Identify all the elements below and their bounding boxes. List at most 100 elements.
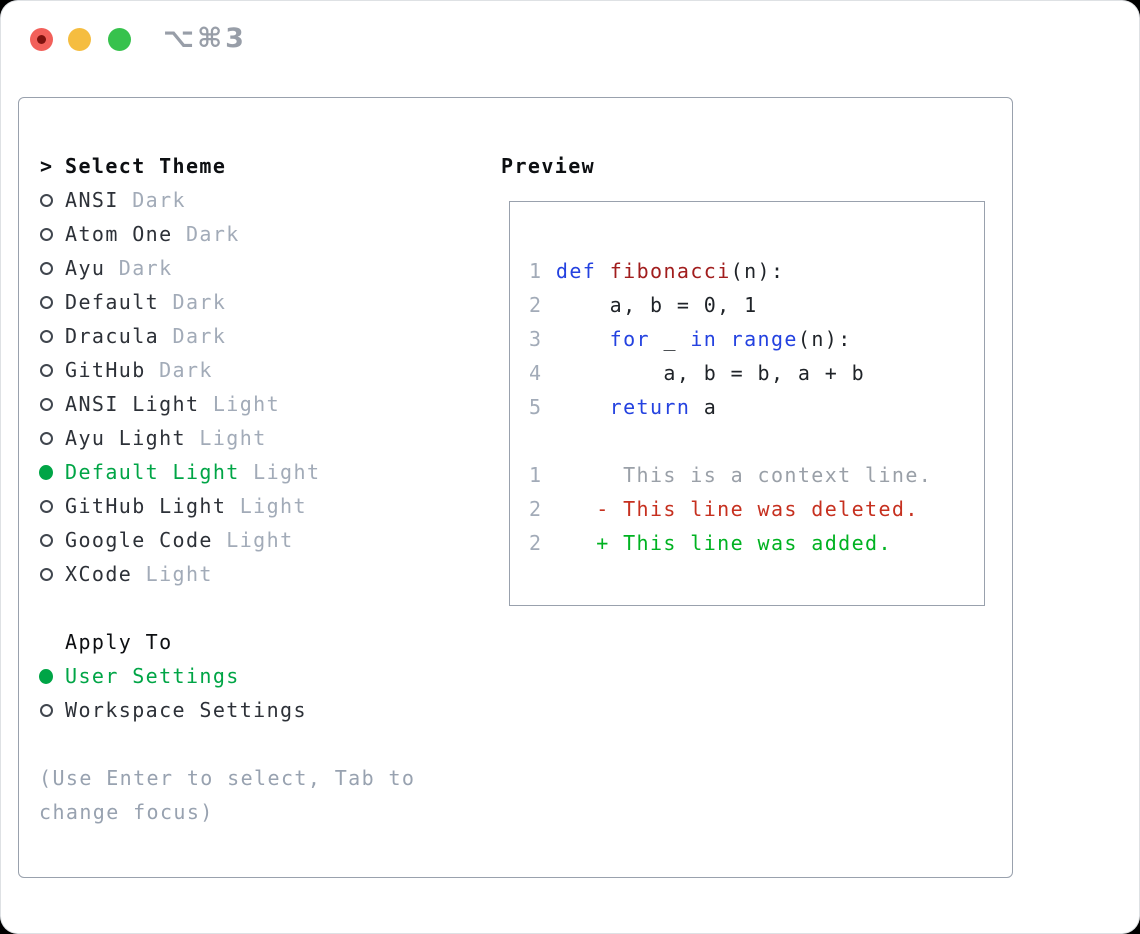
option-label: User Settings [65, 664, 240, 688]
line-number: 4 [529, 361, 543, 385]
radio-icon [39, 499, 53, 513]
line-number: 2 [529, 497, 543, 521]
apply-option-workspace-settings[interactable]: Workspace Settings [39, 693, 307, 727]
radio-icon [39, 227, 53, 241]
option-label: Ayu [65, 256, 106, 280]
code-token-plain: (n): [797, 327, 852, 351]
code-token-fn: fibonacci [609, 259, 731, 283]
code-token-kw: for [609, 327, 650, 351]
radio-icon [39, 533, 53, 547]
line-number: 5 [529, 395, 543, 419]
option-variant-label: Light [185, 426, 267, 450]
code-line: 1 This is a context line. [529, 458, 984, 492]
line-number: 3 [529, 327, 543, 351]
code-token-add: + This line was added. [542, 531, 892, 555]
code-token-kw: def [555, 259, 597, 283]
theme-option-google-code[interactable]: Google Code Light [39, 523, 320, 557]
code-line: 1 def fibonacci(n): [529, 254, 984, 288]
radio-icon [39, 363, 53, 377]
window-shortcut-label: ⌥⌘3 [163, 23, 247, 54]
option-variant-label: Dark [118, 188, 186, 212]
code-token-plain: a, b = b, a + b [542, 361, 866, 385]
option-label: Workspace Settings [65, 698, 307, 722]
option-variant-label: Dark [159, 324, 227, 348]
code-line: 5 return a [529, 390, 984, 424]
code-token-kw: in [690, 327, 718, 351]
theme-option-ayu[interactable]: Ayu Dark [39, 251, 320, 285]
theme-option-default[interactable]: Default Dark [39, 285, 320, 319]
code-token-plain [717, 327, 730, 351]
option-label: Google Code [65, 528, 213, 552]
option-label: Atom One [65, 222, 173, 246]
apply-to-title: Apply To [65, 630, 173, 654]
code-token-kw: range [730, 327, 798, 351]
close-button[interactable] [30, 28, 53, 51]
code-token-plain: _ [650, 327, 691, 351]
theme-option-xcode[interactable]: XCode Light [39, 557, 320, 591]
select-theme-title: Select Theme [65, 154, 227, 178]
option-label: Dracula [65, 324, 160, 348]
code-line: 4 a, b = b, a + b [529, 356, 984, 390]
radio-selected-icon [39, 464, 53, 480]
theme-option-github-light[interactable]: GitHub Light Light [39, 489, 320, 523]
radio-icon [39, 567, 53, 581]
code-line: 3 for _ in range(n): [529, 322, 984, 356]
code-blank-line [529, 424, 984, 458]
theme-option-default-light[interactable]: Default Light Light [39, 455, 320, 489]
line-number: 2 [529, 531, 543, 555]
select-theme-header: > Select Theme [39, 149, 320, 183]
code-token-plain [542, 327, 609, 351]
option-variant-label: Light [212, 528, 294, 552]
theme-option-ansi[interactable]: ANSI Dark [39, 183, 320, 217]
option-label: ANSI [65, 188, 119, 212]
theme-option-dracula[interactable]: Dracula Dark [39, 319, 320, 353]
code-token-plain [542, 259, 555, 283]
option-variant-label: Light [226, 494, 307, 518]
code-line: 2 + This line was added. [529, 526, 984, 560]
code-token-plain: a, b = 0, 1 [542, 293, 758, 317]
option-variant-label: Dark [105, 256, 173, 280]
code-token-plain [542, 395, 609, 419]
option-label: XCode [65, 562, 133, 586]
titlebar: ⌥⌘3 [0, 0, 1140, 70]
line-number: 1 [529, 463, 543, 487]
radio-icon [39, 193, 53, 207]
option-variant-label: Light [132, 562, 213, 586]
apply-option-user-settings[interactable]: User Settings [39, 659, 307, 693]
theme-option-github[interactable]: GitHub Dark [39, 353, 320, 387]
option-variant-label: Light [199, 392, 281, 416]
code-line: 2 a, b = 0, 1 [529, 288, 984, 322]
code-token-plain: a [690, 395, 718, 419]
minimize-button[interactable] [68, 28, 91, 51]
option-label: Default Light [65, 460, 240, 484]
radio-icon [39, 703, 53, 717]
radio-icon [39, 397, 53, 411]
apply-to-header: Apply To [39, 625, 307, 659]
option-label: Default [65, 290, 160, 314]
theme-option-atom-one[interactable]: Atom One Dark [39, 217, 320, 251]
option-label: GitHub Light [65, 494, 227, 518]
option-label: GitHub [65, 358, 146, 382]
code-token-del: - This line was deleted. [542, 497, 919, 521]
option-variant-label: Dark [172, 222, 240, 246]
option-label: ANSI Light [65, 392, 200, 416]
help-text: (Use Enter to select, Tab to change focu… [39, 766, 416, 824]
theme-option-ayu-light[interactable]: Ayu Light Light [39, 421, 320, 455]
focus-caret-icon: > [39, 154, 53, 178]
line-number: 2 [529, 293, 543, 317]
code-token-plain: (n): [730, 259, 785, 283]
theme-option-ansi-light[interactable]: ANSI Light Light [39, 387, 320, 421]
radio-icon [39, 261, 53, 275]
radio-icon [39, 329, 53, 343]
option-label: Ayu Light [65, 426, 186, 450]
radio-icon [39, 295, 53, 309]
code-token-plain [596, 259, 609, 283]
preview-title: Preview [501, 154, 596, 178]
maximize-button[interactable] [108, 28, 131, 51]
